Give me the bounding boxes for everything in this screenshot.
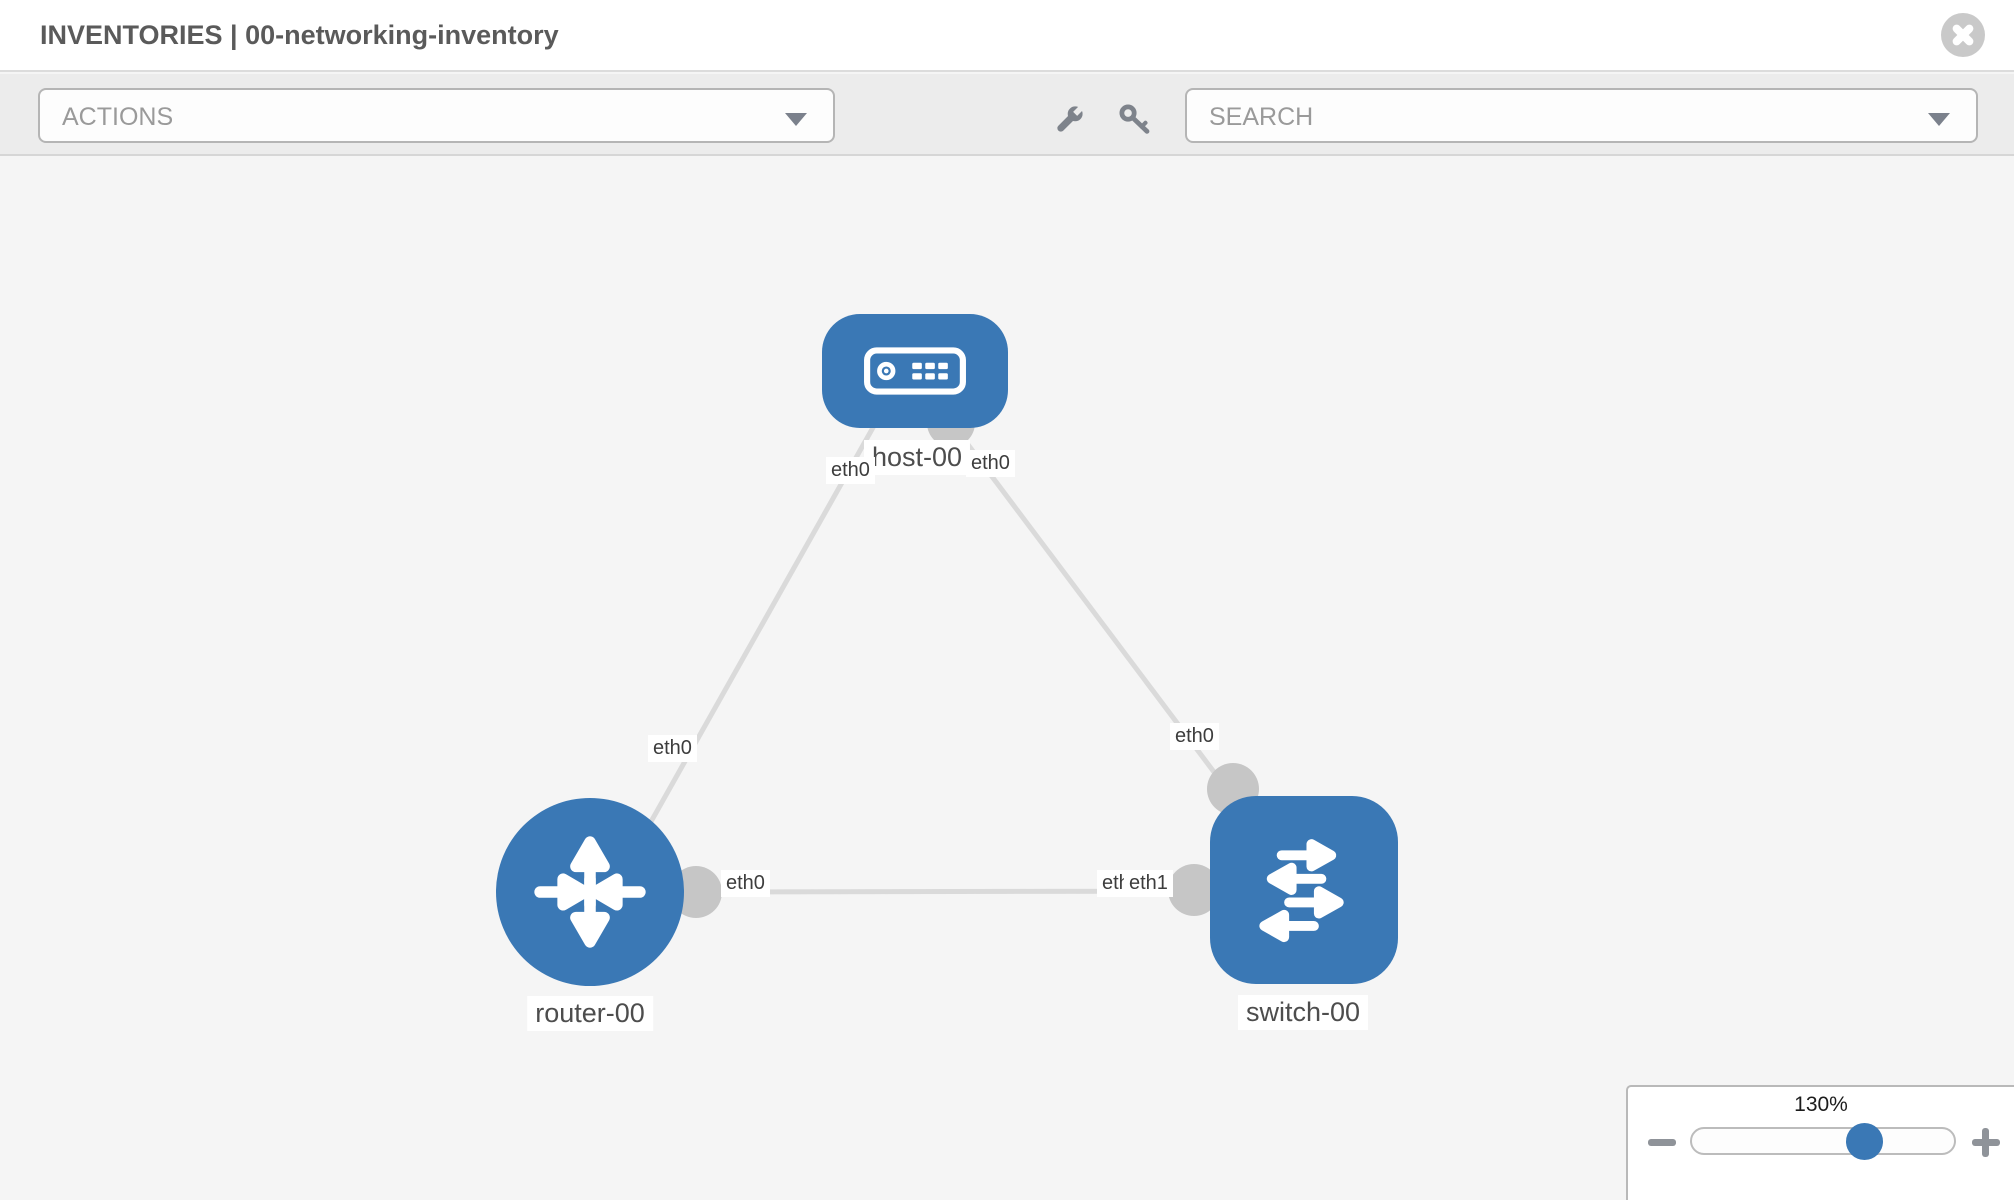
host-icon: [864, 347, 966, 395]
toolbar: ACTIONS SEARCH: [0, 74, 2014, 156]
zoom-panel: 130%: [1626, 1085, 2014, 1200]
node-host-00[interactable]: [822, 314, 1008, 428]
key-button[interactable]: [1116, 101, 1154, 139]
links-layer: [605, 399, 1261, 918]
zoom-slider-handle[interactable]: [1846, 1123, 1883, 1160]
node-label-host: host-00: [863, 440, 971, 475]
router-icon: [534, 836, 646, 948]
zoom-level: 130%: [1794, 1093, 1848, 1116]
search-dropdown[interactable]: SEARCH: [1185, 88, 1978, 143]
zoom-slider-track[interactable]: [1690, 1127, 1956, 1155]
port-connector: [1168, 864, 1220, 916]
if-label-host-router-src: eth0: [826, 457, 875, 484]
wrench-button[interactable]: [1050, 101, 1088, 139]
node-label-switch: switch-00: [1237, 995, 1369, 1030]
actions-dropdown[interactable]: ACTIONS: [38, 88, 835, 143]
if-label-host-router-dst: eth0: [648, 735, 697, 762]
node-switch-00[interactable]: [1210, 796, 1398, 984]
if-label-host-switch-dst: eth0: [1170, 723, 1219, 750]
plus-icon: [1982, 1128, 1989, 1157]
chevron-down-icon: [1928, 113, 1950, 126]
topology-canvas[interactable]: host-00 router-00 switch-00 eth0 eth0 et…: [0, 156, 2014, 1200]
if-label-host-switch-src: eth0: [966, 450, 1015, 477]
wrench-icon: [1057, 103, 1086, 132]
close-button[interactable]: [1941, 13, 1985, 57]
if-label-router-switch-src: eth0: [721, 870, 770, 897]
key-icon: [1119, 104, 1150, 134]
switch-icon: [1259, 839, 1344, 943]
zoom-out-button[interactable]: [1648, 1139, 1676, 1146]
page-title: INVENTORIES | 00-networking-inventory: [40, 20, 559, 50]
if-label-router-switch-dst: eth1: [1124, 870, 1173, 897]
link-host-router[interactable]: [605, 422, 878, 900]
node-label-router: router-00: [527, 996, 653, 1031]
search-placeholder: SEARCH: [1209, 103, 1314, 131]
node-router-00[interactable]: [496, 798, 684, 986]
chevron-down-icon: [785, 113, 807, 126]
header: INVENTORIES | 00-networking-inventory: [0, 0, 2014, 72]
actions-dropdown-label: ACTIONS: [62, 103, 174, 131]
